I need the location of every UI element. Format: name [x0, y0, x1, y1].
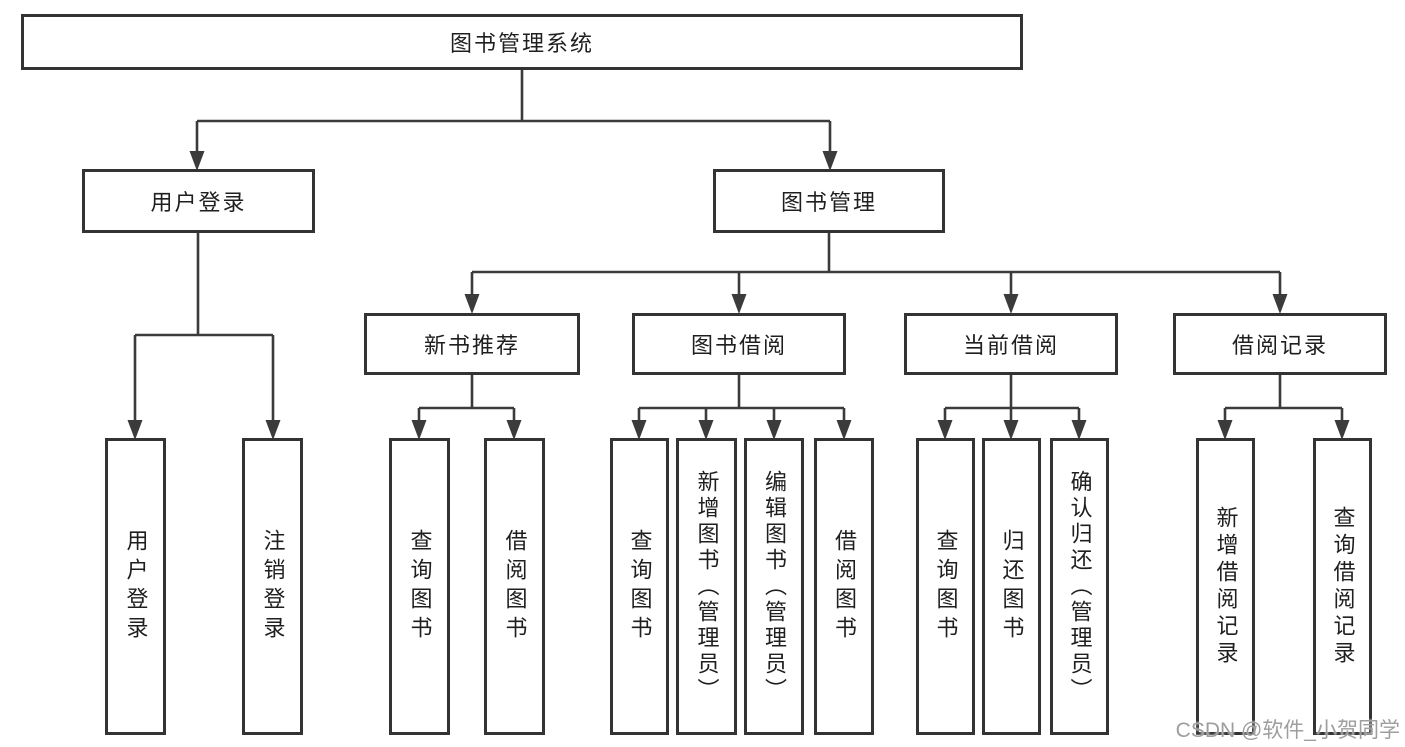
node-new-book-recommend-label: 新书推荐 — [423, 333, 520, 358]
leaf-query-books-borrow: 查询图书 — [610, 438, 669, 735]
leaf-return-books: 归还图书 — [982, 438, 1041, 735]
leaf-query-borrow-record: 查询借阅记录 — [1313, 438, 1372, 735]
leaf-borrow-books-recommend-label: 借阅图书 — [502, 528, 528, 645]
leaf-query-books-current: 查询图书 — [916, 438, 975, 735]
leaf-confirm-return-admin-label: 确认归还（管理员） — [1067, 469, 1093, 704]
node-book-management: 图书管理 — [713, 169, 945, 233]
leaf-return-books-label: 归还图书 — [999, 528, 1025, 645]
node-current-borrow-label: 当前借阅 — [962, 333, 1059, 358]
leaf-add-borrow-record-label: 新增借阅记录 — [1213, 505, 1239, 668]
node-new-book-recommend: 新书推荐 — [364, 313, 580, 375]
leaf-user-login-label: 用户登录 — [123, 528, 149, 645]
node-borrow-records-label: 借阅记录 — [1231, 333, 1328, 358]
leaf-edit-books-admin-label: 编辑图书（管理员） — [762, 469, 787, 704]
csdn-watermark: CSDN @软件_小贺同学 — [1175, 719, 1400, 742]
leaf-query-books-recommend: 查询图书 — [389, 438, 450, 735]
node-user-login-label: 用户登录 — [150, 190, 247, 215]
leaf-query-books-recommend-label: 查询图书 — [407, 528, 433, 645]
leaf-add-borrow-record: 新增借阅记录 — [1196, 438, 1255, 735]
leaf-logout-label: 注销登录 — [260, 528, 286, 645]
leaf-query-borrow-record-label: 查询借阅记录 — [1330, 505, 1356, 668]
node-current-borrow: 当前借阅 — [904, 313, 1118, 375]
node-book-borrow-label: 图书借阅 — [690, 333, 787, 358]
leaf-user-login: 用户登录 — [105, 438, 166, 735]
leaf-logout: 注销登录 — [242, 438, 303, 735]
leaf-add-books-admin-label: 新增图书（管理员） — [694, 469, 720, 704]
leaf-query-books-current-label: 查询图书 — [933, 528, 959, 645]
node-borrow-records: 借阅记录 — [1173, 313, 1387, 375]
leaf-add-books-admin: 新增图书（管理员） — [676, 438, 737, 735]
leaf-edit-books-admin: 编辑图书（管理员） — [744, 438, 804, 735]
leaf-borrow-books: 借阅图书 — [814, 438, 874, 735]
leaf-borrow-books-label: 借阅图书 — [832, 528, 857, 645]
leaf-confirm-return-admin: 确认归还（管理员） — [1050, 438, 1109, 735]
node-user-login: 用户登录 — [82, 169, 315, 233]
node-book-management-label: 图书管理 — [780, 190, 877, 215]
leaf-query-books-borrow-label: 查询图书 — [627, 528, 653, 645]
node-root-label: 图书管理系统 — [449, 31, 594, 56]
node-root-system: 图书管理系统 — [21, 14, 1023, 70]
leaf-borrow-books-recommend: 借阅图书 — [484, 438, 545, 735]
node-book-borrow: 图书借阅 — [632, 313, 846, 375]
